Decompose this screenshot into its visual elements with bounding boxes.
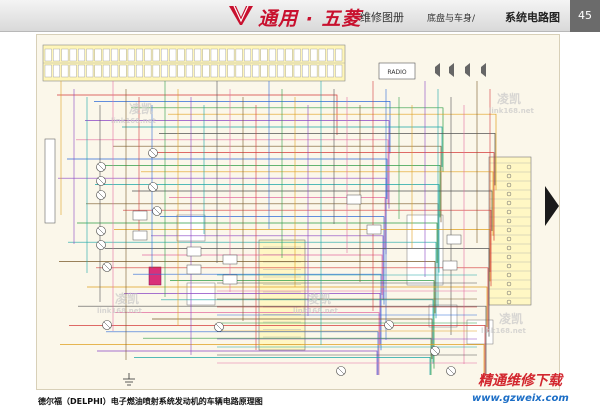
wuling-logo-icon	[229, 5, 253, 25]
watermark-logo: 凌凯 link168.net	[481, 311, 526, 335]
next-page-arrow-icon[interactable]	[545, 186, 559, 226]
wiring-diagram: RADIO	[36, 34, 560, 390]
speakers	[435, 63, 486, 77]
svg-text:凌凯: 凌凯	[115, 291, 139, 306]
svg-text:link168.net: link168.net	[111, 117, 156, 125]
watermark-logo: 凌凯 link168.net	[489, 91, 534, 115]
speaker-icon	[465, 63, 470, 77]
wire-bundle	[57, 81, 497, 375]
section-title: 系统电路图	[505, 11, 560, 24]
cluster-rows	[489, 162, 531, 305]
ground-icon	[123, 373, 135, 386]
page-number: 45	[570, 0, 600, 32]
svg-text:凌凯: 凌凯	[497, 91, 521, 106]
speaker-icon	[481, 63, 486, 77]
manual-label: 维修图册	[360, 11, 404, 24]
svg-text:凌凯: 凌凯	[307, 291, 331, 306]
section-label: 底盘与车身/	[427, 14, 476, 24]
diagram-caption: 德尔福（DELPHI）电子燃油喷射系统发动机的车辆电路原理图	[38, 397, 263, 406]
watermark-logo: 凌凯 link168.net	[293, 291, 338, 315]
svg-text:link168.net: link168.net	[489, 107, 534, 115]
highlight-component	[148, 266, 162, 286]
svg-text:link168.net: link168.net	[97, 307, 142, 315]
page-header: 通用 · 五菱 维修图册 底盘与车身/ 系统电路图 45	[0, 0, 600, 32]
wiring-diagram-canvas: RADIO	[42, 44, 534, 386]
radio-box	[378, 62, 416, 80]
watermark-logo: 凌凯 link168.net	[111, 101, 156, 125]
left-connector	[44, 138, 56, 224]
speaker-icon	[449, 63, 454, 77]
watermark-logo: 凌凯 link168.net	[97, 291, 142, 315]
site-watermark: 精通维修下载	[478, 373, 562, 389]
component-symbols	[96, 148, 462, 376]
fuse-cells	[44, 48, 343, 78]
svg-text:link168.net: link168.net	[293, 307, 338, 315]
brand-name: 通用 · 五菱	[258, 8, 362, 30]
svg-text:link168.net: link168.net	[481, 327, 526, 335]
speaker-icon	[435, 63, 440, 77]
svg-text:凌凯: 凌凯	[129, 101, 153, 116]
radio-label: RADIO	[387, 69, 406, 76]
svg-text:凌凯: 凌凯	[499, 311, 523, 326]
site-watermark-url: www.gzweix.com	[472, 393, 569, 404]
